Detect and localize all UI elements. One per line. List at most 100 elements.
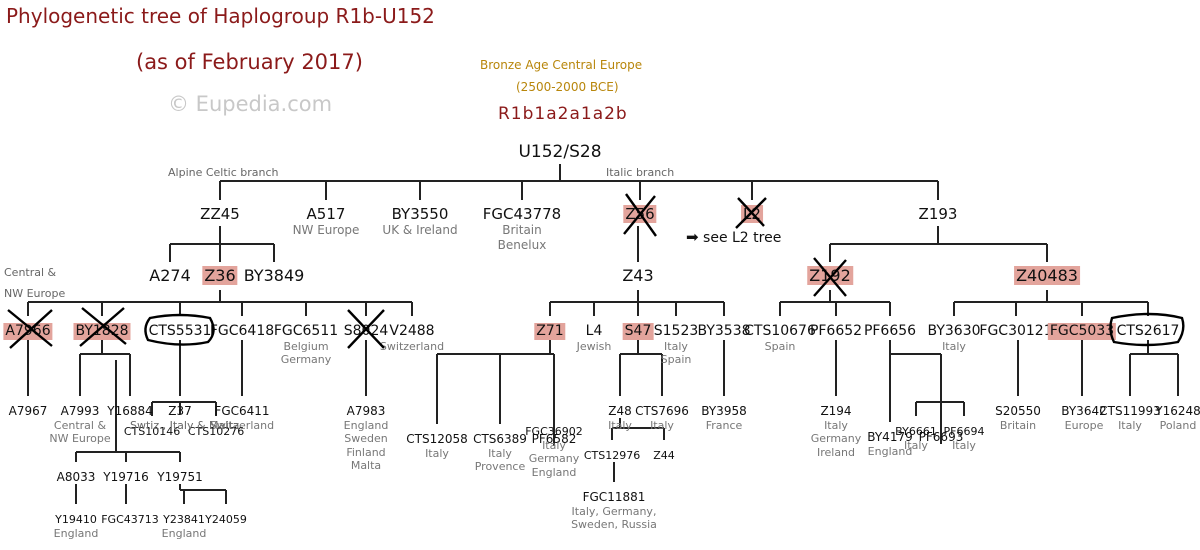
node-label: BY3642 bbox=[1061, 404, 1107, 418]
node-label: A7967 bbox=[8, 404, 48, 418]
node-z43: Z43 bbox=[620, 266, 655, 285]
node-label: L4 bbox=[585, 323, 603, 339]
node-cts10146: CTS10146 bbox=[122, 420, 182, 439]
node-label: FGC5033 bbox=[1047, 323, 1117, 340]
node-region: Jewish bbox=[576, 339, 612, 353]
node-label: CTS7696 bbox=[635, 404, 689, 418]
node-label: CTS10276 bbox=[187, 425, 245, 438]
node-label: A7983 bbox=[346, 404, 386, 418]
node-z40483: Z40483 bbox=[1014, 266, 1080, 286]
node-y19716: Y19716 bbox=[101, 466, 151, 485]
node-pf6582: PF6582 bbox=[530, 428, 579, 447]
node-label: CTS10146 bbox=[123, 425, 181, 438]
node-label: CTS12058 bbox=[406, 432, 468, 446]
node-label: Y19410 bbox=[55, 513, 97, 526]
node-label: V2488 bbox=[389, 323, 435, 339]
node-by1828: BY1828 bbox=[73, 320, 131, 340]
node-region: Benelux bbox=[497, 237, 547, 252]
node-region: Switzerland bbox=[209, 419, 275, 433]
node-pf6652: PF6652 bbox=[808, 320, 864, 340]
node-label: CTS5531 bbox=[148, 323, 212, 339]
node-a274: A274 bbox=[147, 266, 192, 285]
node-label: FGC43713 bbox=[101, 513, 159, 526]
node-region: NW Europe bbox=[292, 223, 360, 238]
node-label: A274 bbox=[149, 266, 191, 285]
node-zz45: ZZ45 bbox=[198, 204, 242, 223]
node-cts10276: CTS10276 bbox=[186, 420, 246, 439]
age-range: (2500-2000 BCE) bbox=[516, 80, 619, 94]
node-region: Italy bbox=[664, 339, 688, 353]
node-region: Britain bbox=[502, 223, 542, 238]
node-label: FGC6511 bbox=[273, 323, 339, 339]
node-a8033: A8033 bbox=[55, 466, 98, 485]
node-region: Italy bbox=[488, 447, 512, 461]
central-note-line2: NW Europe bbox=[4, 287, 66, 300]
node-region: Central & bbox=[53, 419, 107, 433]
node-region: Italy bbox=[1118, 419, 1142, 433]
node-z71: Z71 bbox=[534, 320, 566, 340]
node-label: Z56 bbox=[623, 205, 657, 223]
node-region: England bbox=[53, 527, 99, 541]
node-label: Y19716 bbox=[103, 470, 149, 484]
node-region: Italy bbox=[942, 339, 966, 353]
diagram-title: Phylogenetic tree of Haplogroup R1b-U152 bbox=[6, 4, 435, 28]
node-region: France bbox=[705, 419, 743, 433]
node-label: S1523 bbox=[653, 323, 699, 339]
node-region: Italy bbox=[542, 439, 566, 453]
node-cts2617: CTS2617 bbox=[1115, 320, 1182, 340]
node-label: A8033 bbox=[56, 470, 96, 484]
node-z56: Z56 bbox=[623, 204, 657, 223]
node-u152-s28: U152/S28 bbox=[516, 142, 603, 162]
node-region: NW Europe bbox=[49, 432, 111, 446]
node-region: Belgium bbox=[283, 339, 329, 353]
node-region: England bbox=[161, 527, 207, 541]
node-region: England bbox=[531, 465, 577, 479]
node-label: BY1828 bbox=[73, 323, 131, 340]
node-a7967: A7967 bbox=[7, 400, 50, 419]
node-label: Z40483 bbox=[1014, 266, 1080, 286]
node-region: Europe bbox=[1064, 419, 1104, 433]
node-y19751: Y19751 bbox=[155, 466, 205, 485]
node-s47: S47 bbox=[622, 320, 654, 340]
node-label: L2 bbox=[741, 205, 763, 223]
node-label: BY3630 bbox=[927, 323, 981, 339]
node-region: Finland bbox=[346, 445, 386, 459]
node-region: England bbox=[343, 419, 389, 433]
node-label: Z194 bbox=[820, 404, 852, 418]
node-label: PF6693 bbox=[918, 430, 964, 444]
node-y24059: Y24059 bbox=[203, 508, 249, 527]
node-a7966: A7966 bbox=[3, 320, 53, 340]
arrow-right-icon: ➡ bbox=[686, 228, 699, 246]
node-label: Z192 bbox=[807, 266, 853, 286]
node-region: Ireland bbox=[816, 445, 856, 459]
node-fgc5033: FGC5033 bbox=[1047, 320, 1117, 340]
diagram-subtitle: (as of February 2017) bbox=[136, 50, 363, 74]
node-label: CTS11993 bbox=[1099, 404, 1161, 418]
node-fgc6418: FGC6418 bbox=[208, 320, 276, 340]
node-region: Britain bbox=[999, 419, 1037, 433]
node-by3849: BY3849 bbox=[242, 266, 307, 285]
node-region: Italy, Germany, bbox=[571, 505, 657, 519]
node-region: UK & Ireland bbox=[382, 223, 458, 238]
node-label: FGC30121 bbox=[979, 323, 1053, 339]
copyright-notice: © Eupedia.com bbox=[168, 92, 333, 116]
node-region: Sweden, Russia bbox=[571, 518, 657, 532]
